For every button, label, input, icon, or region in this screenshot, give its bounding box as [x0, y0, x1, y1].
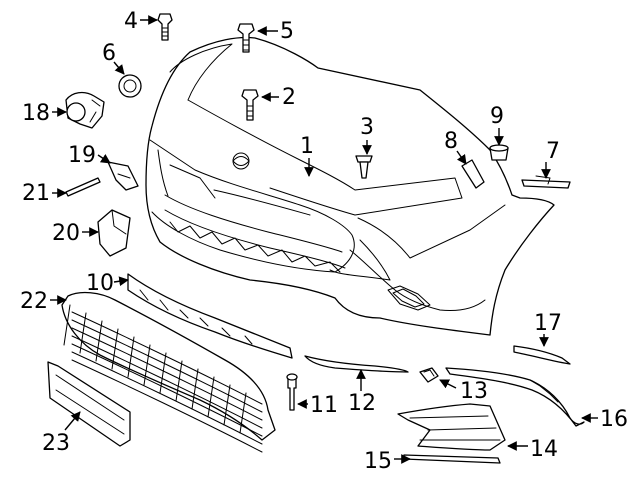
- callout-number-4: 4: [124, 9, 138, 34]
- bolt: [157, 13, 173, 41]
- grille-insert: [47, 361, 131, 447]
- grille-mesh-line: [111, 328, 119, 370]
- grille-mesh-line: [71, 319, 263, 413]
- push-clip: [355, 155, 373, 179]
- callout-number-12: 12: [348, 391, 376, 416]
- pin: [65, 177, 101, 197]
- rivet: [286, 373, 298, 411]
- plug: [489, 144, 509, 161]
- callout-number-19: 19: [68, 143, 96, 168]
- callout-leader-8: [456, 150, 467, 165]
- grille-mesh-line: [239, 392, 247, 434]
- bolt: [237, 23, 255, 53]
- bracket: [97, 209, 131, 257]
- grommet: [118, 74, 142, 98]
- callout-number-23: 23: [42, 431, 70, 456]
- lower-molding: [127, 273, 293, 359]
- lower-grille: [61, 291, 276, 453]
- bumper-cover: [145, 36, 555, 336]
- callout-number-17: 17: [534, 311, 562, 336]
- callout-number-11: 11: [310, 393, 338, 418]
- callout-number-6: 6: [102, 41, 116, 66]
- callout-leader-13: [439, 379, 457, 389]
- grille-mesh-line: [71, 351, 263, 445]
- bolt: [241, 89, 259, 121]
- grille-mesh-line: [223, 384, 231, 426]
- sensor: [65, 91, 105, 129]
- callout-number-15: 15: [364, 449, 392, 474]
- callout-leader-19: [97, 154, 111, 164]
- callout-leader-6: [113, 61, 125, 75]
- nut: [419, 367, 439, 383]
- callout-leader-10: [113, 276, 129, 287]
- grille-mesh-line: [175, 360, 183, 402]
- grille-mesh-line: [71, 311, 263, 405]
- side-grille: [397, 403, 506, 451]
- grille-mesh-line: [71, 327, 263, 421]
- callout-number-3: 3: [360, 115, 374, 140]
- callout-number-10: 10: [86, 271, 114, 296]
- callout-leader-23: [64, 411, 81, 431]
- bracket: [107, 161, 139, 191]
- callout-number-2: 2: [282, 85, 296, 110]
- grille-mesh-line: [71, 343, 263, 437]
- callout-number-16: 16: [600, 407, 628, 432]
- grille-mesh-line: [71, 359, 263, 453]
- callout-number-18: 18: [22, 101, 50, 126]
- callout-number-13: 13: [460, 379, 488, 404]
- center-trim: [304, 355, 409, 373]
- callout-number-21: 21: [22, 181, 50, 206]
- side-molding: [445, 367, 585, 427]
- callout-number-7: 7: [546, 139, 560, 164]
- callout-number-1: 1: [300, 134, 314, 159]
- side-trim: [403, 454, 501, 464]
- grille-mesh-line: [159, 352, 167, 394]
- callout-number-20: 20: [52, 221, 80, 246]
- trim-strip: [513, 345, 571, 365]
- grille-mesh-line: [191, 368, 199, 410]
- grille-mesh-line: [71, 335, 263, 429]
- grille-mesh-line: [63, 304, 71, 346]
- callout-number-9: 9: [490, 104, 504, 129]
- grille-mesh-line: [207, 376, 215, 418]
- callout-number-14: 14: [530, 437, 558, 462]
- callout-number-5: 5: [280, 19, 294, 44]
- insert: [461, 159, 485, 189]
- callout-number-22: 22: [20, 289, 48, 314]
- callout-number-8: 8: [444, 129, 458, 154]
